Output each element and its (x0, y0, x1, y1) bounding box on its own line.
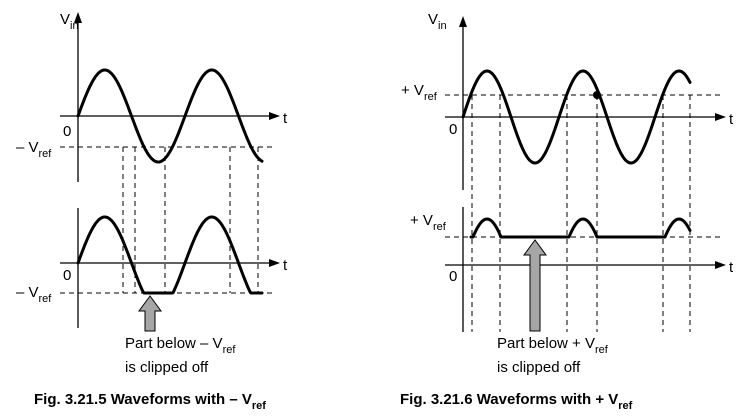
fig1-pointer-arrow (138, 295, 162, 332)
fig2-vin-label: Vin (428, 11, 447, 32)
fig1-bottom-origin-label: 0 (63, 267, 71, 284)
fig1-output-waveform (76, 215, 264, 295)
fig1-top-origin-label: 0 (63, 123, 71, 140)
fig2-top-t-arrow (715, 113, 726, 121)
fig2-top-y-arrow (459, 16, 467, 27)
fig1-caption: Fig. 3.21.5 Waveforms with – Vref (34, 391, 266, 412)
fig1-input-waveform (76, 68, 264, 164)
fig1-top-vref-label: – Vref (16, 139, 52, 160)
fig2-bottom-vref-label: + Vref (410, 212, 447, 233)
fig1-top-t-arrow (269, 112, 280, 120)
fig2-annotation-line1: Part below + Vref (497, 335, 609, 356)
fig2-caption: Fig. 3.21.6 Waveforms with + Vref (400, 391, 633, 412)
fig2-top-vref-label: + Vref (401, 82, 438, 103)
fig2-bottom-t-label: t (729, 259, 734, 276)
fig1-bottom-vref-label: – Vref (16, 284, 52, 305)
fig1-annotation-line2: is clipped off (125, 359, 209, 376)
fig2-top-origin-label: 0 (449, 121, 457, 138)
fig2-input-waveform (461, 69, 692, 165)
fig1-bottom-t-label: t (283, 257, 288, 274)
fig1-annotation-line1: Part below – Vref (125, 335, 236, 356)
fig1-vin-label: Vin (60, 11, 79, 32)
figure-3-21-6: Vin t 0 + Vref t 0 + Vref Part below + V… (400, 11, 734, 412)
fig2-bottom-t-arrow (715, 261, 726, 269)
fig2-output-waveform (469, 217, 692, 239)
fig2-annotation-line2: is clipped off (497, 359, 581, 376)
fig2-pointer-arrow (523, 239, 547, 332)
fig2-top-t-label: t (729, 111, 734, 128)
fig1-bottom-t-arrow (269, 259, 280, 267)
fig1-top-y-arrow (74, 12, 82, 23)
fig2-bottom-origin-label: 0 (449, 268, 457, 285)
fig1-top-t-label: t (283, 110, 288, 127)
figure-3-21-5: Vin t 0 – Vref t 0 – Vref Part below – V… (16, 11, 288, 412)
